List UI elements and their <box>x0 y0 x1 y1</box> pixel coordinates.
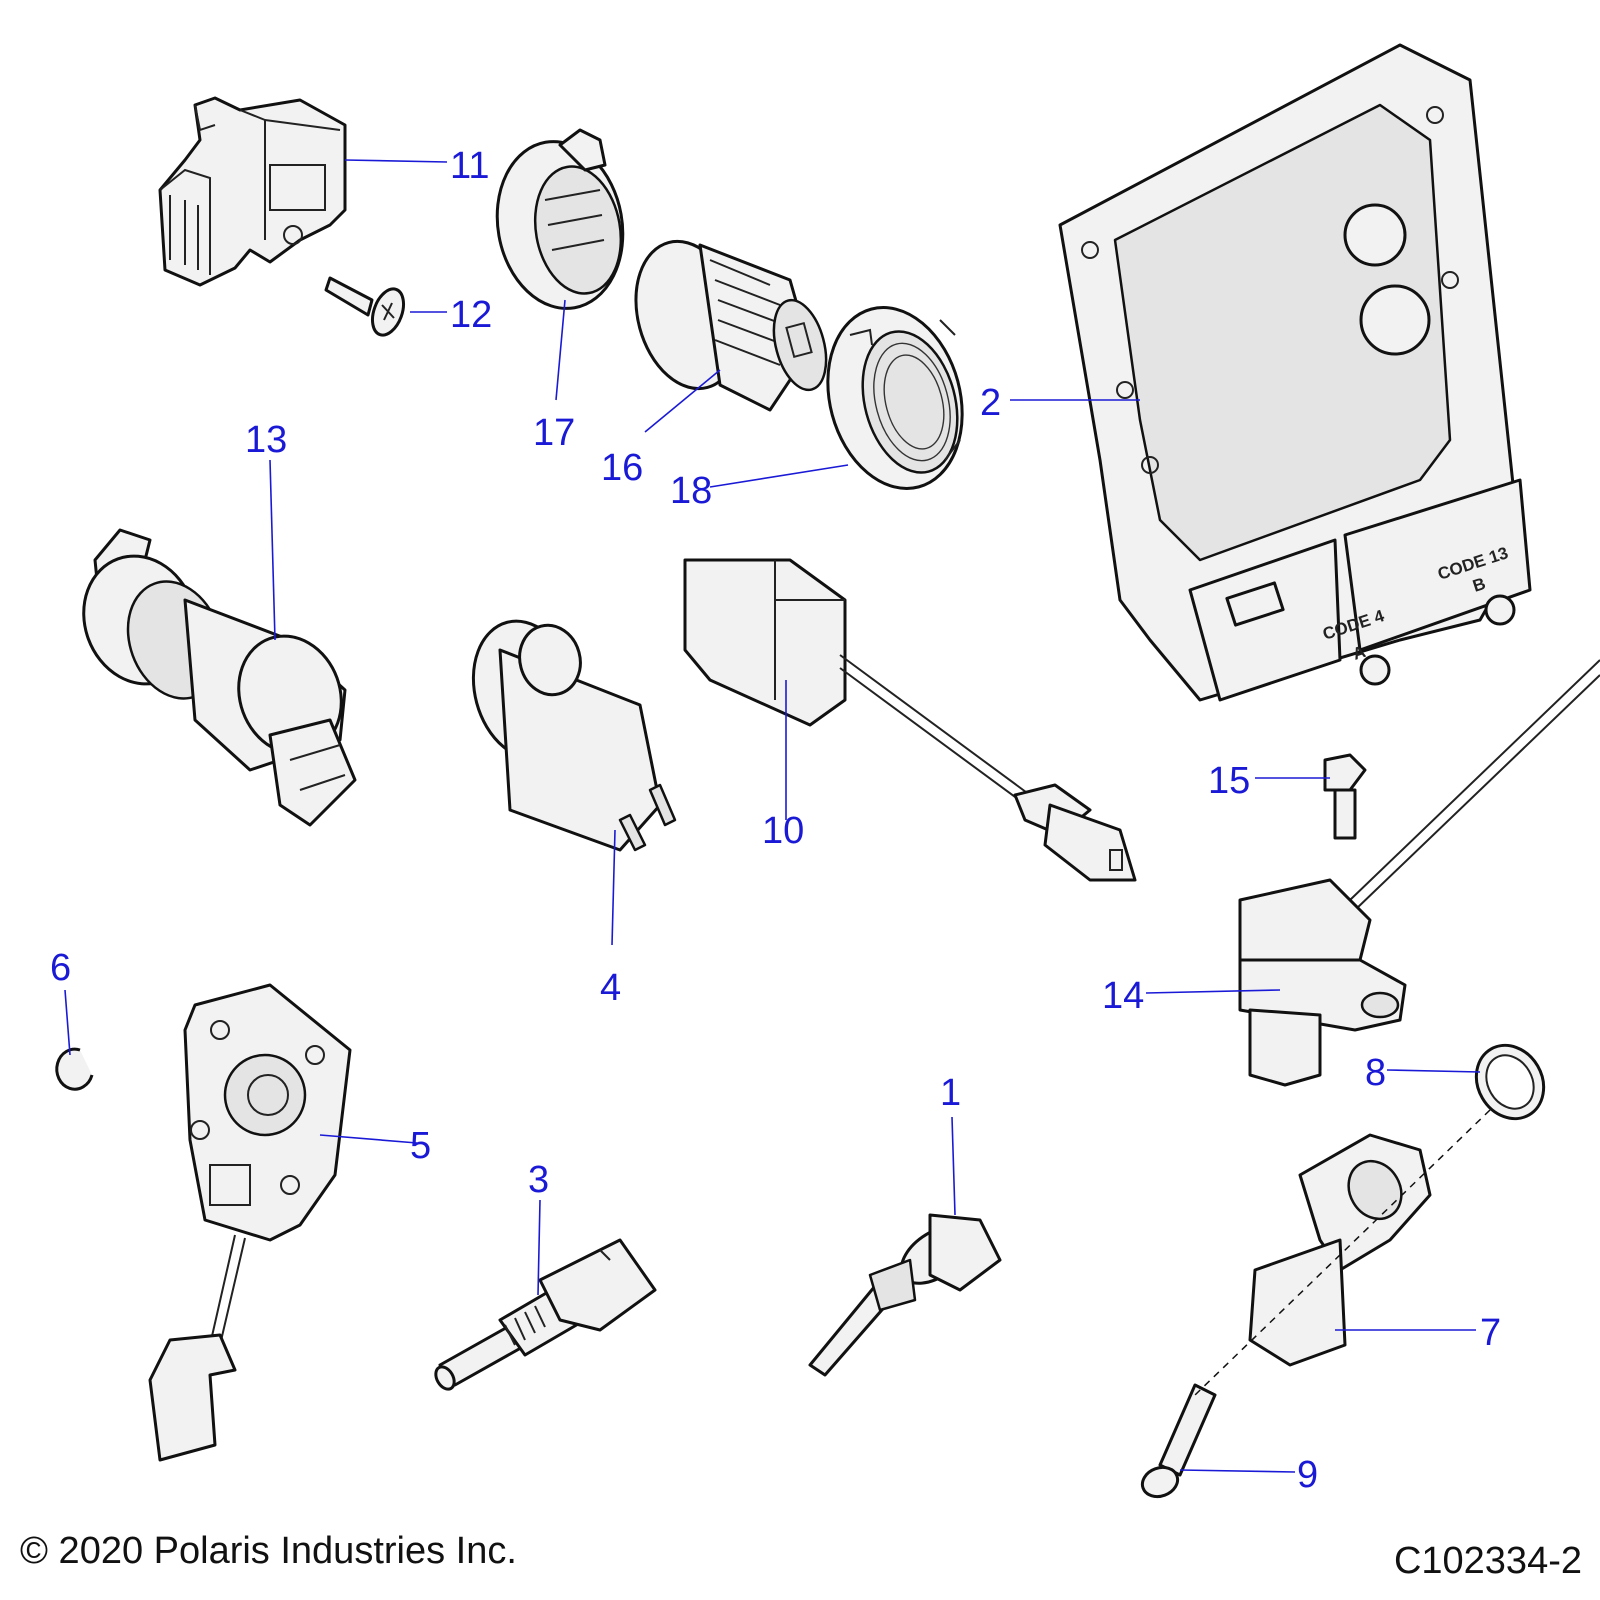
callout-15[interactable]: 15 <box>1208 760 1250 802</box>
callout-2[interactable]: 2 <box>980 382 1001 424</box>
part-4-canister[interactable] <box>459 609 677 852</box>
part-2-ecu[interactable]: CODE 4 A CODE 13 B <box>1058 43 1532 702</box>
callout-10[interactable]: 10 <box>762 810 804 852</box>
part-9-bolt[interactable] <box>1138 1383 1217 1501</box>
callout-16[interactable]: 16 <box>601 447 643 489</box>
leader-lines <box>64 159 1481 1473</box>
part-3-temp-sensor[interactable] <box>432 1238 657 1392</box>
callout-12[interactable]: 12 <box>450 294 492 336</box>
part-7-cam-sensor[interactable] <box>1248 1133 1432 1367</box>
part-8-o-ring[interactable] <box>1463 1033 1556 1131</box>
assembly-axis-line <box>1194 1109 1491 1396</box>
callout-14[interactable]: 14 <box>1102 975 1144 1017</box>
part-16-socket-body[interactable] <box>620 230 835 412</box>
part-6-clip[interactable] <box>55 1047 94 1091</box>
callout-18[interactable]: 18 <box>670 470 712 512</box>
part-12-screw[interactable] <box>324 276 409 339</box>
callout-11[interactable]: 11 <box>450 145 489 187</box>
callout-3[interactable]: 3 <box>528 1159 549 1201</box>
callout-7[interactable]: 7 <box>1480 1312 1501 1354</box>
callout-6[interactable]: 6 <box>50 947 71 989</box>
ecu-code-b-line2: B <box>1470 574 1488 596</box>
callout-1[interactable]: 1 <box>940 1072 961 1114</box>
part-18-nut[interactable] <box>808 292 981 503</box>
part-17-bezel[interactable] <box>484 128 635 318</box>
part-5-tps[interactable] <box>148 983 352 1462</box>
callouts: 11 12 17 16 18 2 13 4 10 15 14 6 8 5 3 1… <box>50 145 1501 1496</box>
callout-13[interactable]: 13 <box>245 419 287 461</box>
part-1-air-temp-sensor[interactable] <box>808 1213 1002 1377</box>
part-15-bolt[interactable] <box>1323 753 1367 840</box>
part-14-crank-sensor[interactable] <box>1238 659 1600 1087</box>
part-11-map-sensor[interactable] <box>158 96 347 287</box>
callout-4[interactable]: 4 <box>600 967 621 1009</box>
callout-5[interactable]: 5 <box>410 1125 431 1167</box>
part-10-relay[interactable] <box>683 558 1137 882</box>
part-13-key-switch[interactable] <box>66 528 357 827</box>
drawing-number: C102334-2 <box>1393 1540 1582 1582</box>
callout-17[interactable]: 17 <box>533 412 575 454</box>
ecu-code-a-line2: A <box>1350 642 1368 664</box>
copyright-notice: © 2020 Polaris Industries Inc. <box>20 1530 517 1572</box>
callout-8[interactable]: 8 <box>1365 1052 1386 1094</box>
callout-9[interactable]: 9 <box>1297 1454 1318 1496</box>
